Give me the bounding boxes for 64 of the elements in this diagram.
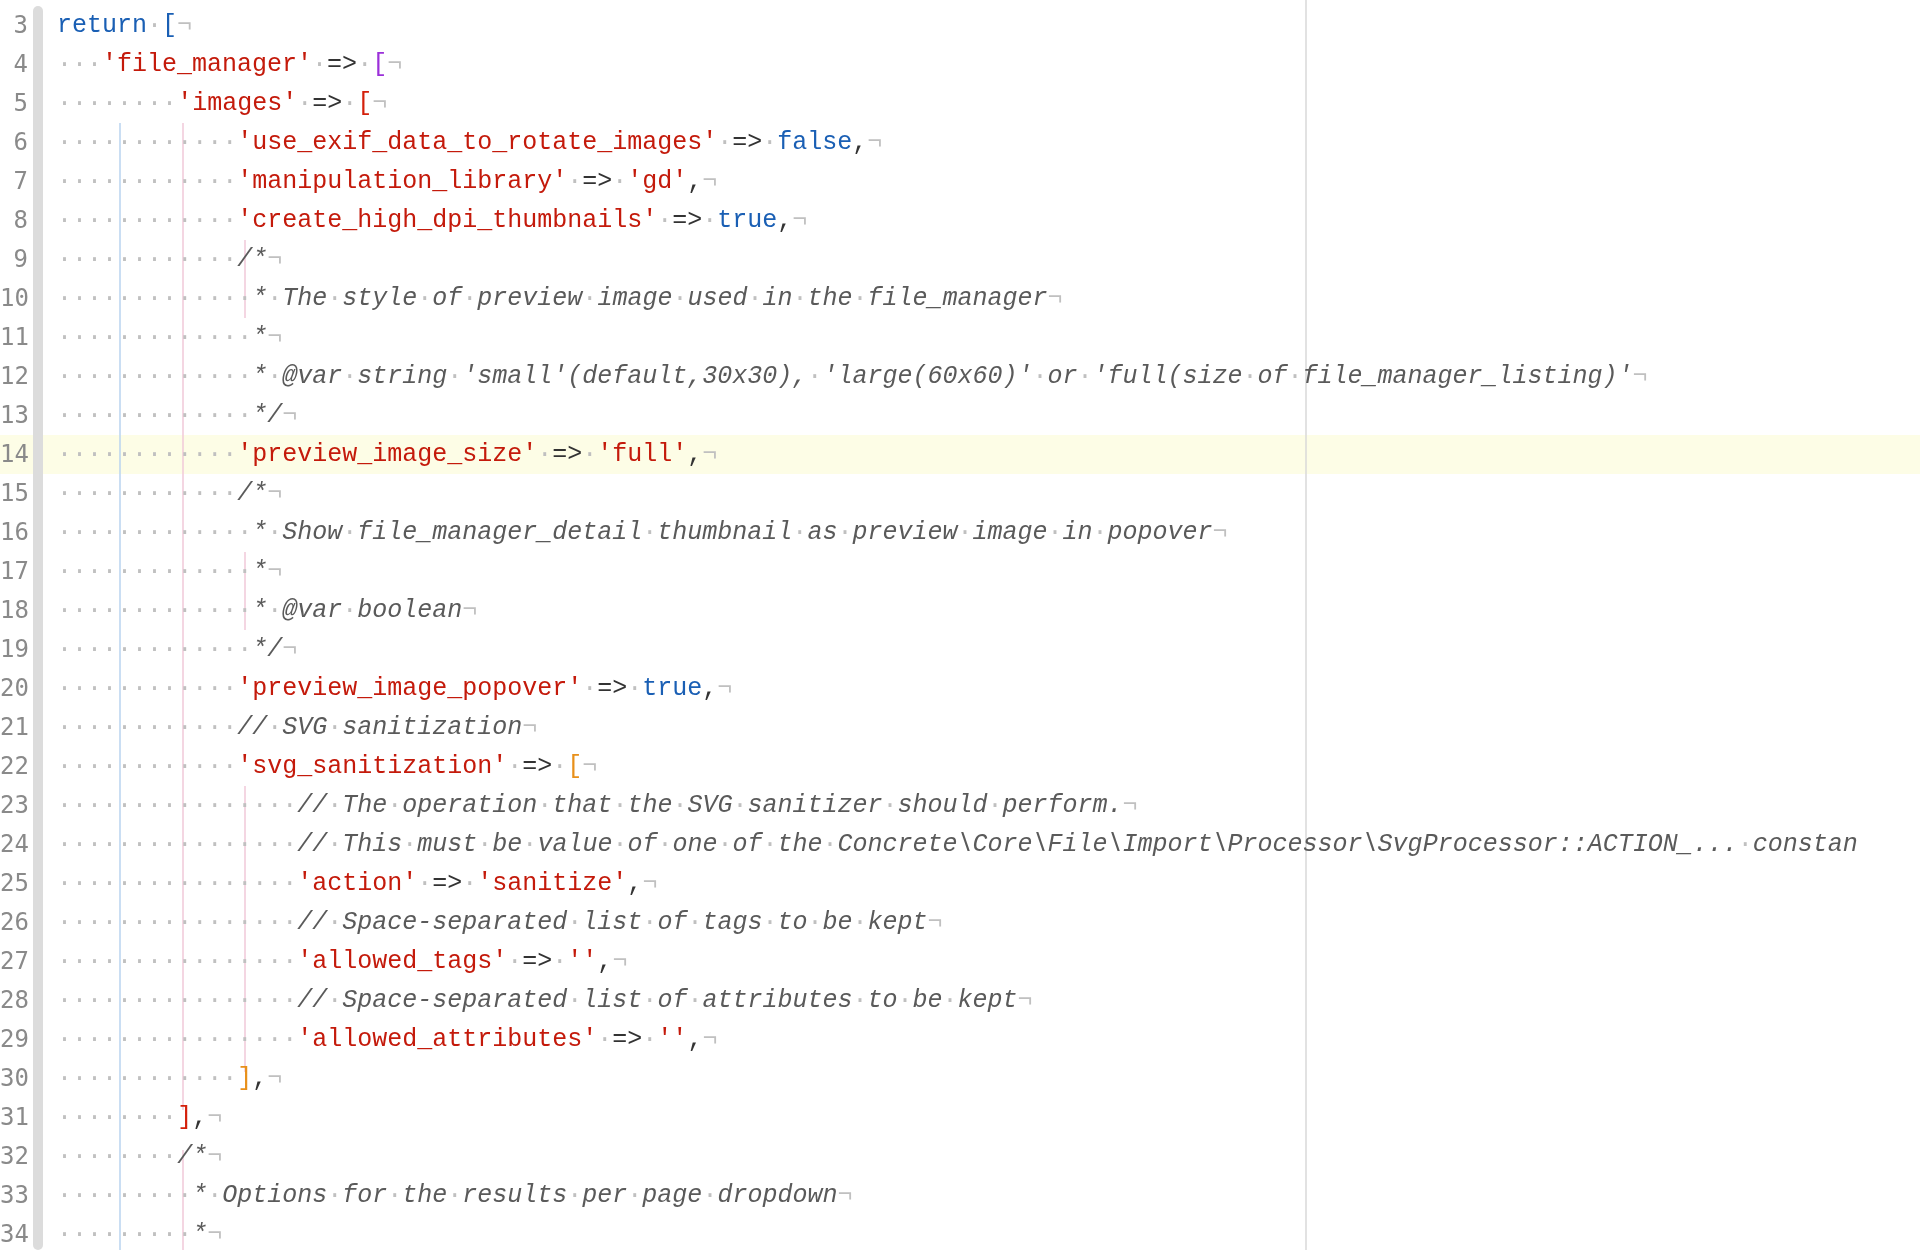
- code-line: ················'action'·=>·'sanitize',¬: [57, 868, 658, 900]
- line-number: 22: [0, 751, 28, 782]
- code-line: ············'preview_image_popover'·=>·true,¬: [57, 673, 733, 705]
- code-line: ············//·SVG·sanitization¬: [57, 712, 538, 744]
- code-line: ·········*·Options·for·the·results·per·page·dropdown¬: [57, 1180, 853, 1212]
- line-number: 29: [0, 1024, 28, 1055]
- line-number: 27: [0, 946, 28, 977]
- line-number: 21: [0, 712, 28, 743]
- code-line: ·············*·@var·boolean¬: [57, 595, 478, 627]
- code-line: ········'images'·=>·[¬: [57, 88, 388, 120]
- line-number: 10: [0, 283, 28, 314]
- line-number: 32: [0, 1141, 28, 1172]
- line-number: 25: [0, 868, 28, 899]
- line-number: 20: [0, 673, 28, 704]
- code-line: ·············*·The·style·of·preview·image·used·in·the·file_manager¬: [57, 283, 1063, 315]
- code-line: ·············*/¬: [57, 400, 298, 432]
- code-line: ·········*¬: [57, 1219, 223, 1250]
- line-number: 4: [12, 49, 28, 80]
- line-number: 33: [0, 1180, 28, 1211]
- code-line: ················//·The·operation·that·the·SVG·sanitizer·should·perform.¬: [57, 790, 1138, 822]
- line-number: 16: [0, 517, 28, 548]
- code-line: ················//·Space-separated·list·of·tags·to·be·kept¬: [57, 907, 943, 939]
- code-line: ················'allowed_attributes'·=>·'',¬: [57, 1024, 718, 1056]
- line-number: 5: [12, 88, 28, 119]
- code-line: ········/*¬: [57, 1141, 223, 1173]
- line-number: 18: [0, 595, 28, 626]
- code-line: ········],¬: [57, 1102, 223, 1134]
- line-number: 34: [0, 1219, 28, 1250]
- line-number: 19: [0, 634, 28, 665]
- code-line: ············'svg_sanitization'·=>·[¬: [57, 751, 598, 783]
- code-line: ···'file_manager'·=>·[¬: [57, 49, 403, 81]
- line-number: 17: [0, 556, 28, 587]
- line-number: 9: [12, 244, 28, 275]
- line-number: 12: [0, 361, 28, 392]
- line-number: 24: [0, 829, 28, 860]
- line-number: 11: [0, 322, 28, 353]
- code-line: ·············*·Show·file_manager_detail·thumbnail·as·preview·image·in·popover¬: [57, 517, 1228, 549]
- code-line: ·············*¬: [57, 556, 283, 588]
- line-number: 13: [0, 400, 28, 431]
- code-line: ················//·This·must·be·value·of·one·of·the·Concrete\Core\File\Import\Processor\SvgProcessor::ACTION_...·constan: [57, 829, 1858, 861]
- line-number: 23: [0, 790, 28, 821]
- code-line: ············],¬: [57, 1063, 283, 1095]
- code-line: ············'manipulation_library'·=>·'gd',¬: [57, 166, 718, 198]
- code-line: ·············*¬: [57, 322, 283, 354]
- code-line: ············'preview_image_size'·=>·'full',¬: [57, 439, 718, 471]
- code-line: ············/*¬: [57, 244, 283, 276]
- code-line: ·············*·@var·string·'small'(default,30x30),·'large(60x60)'·or·'full(size·of·file_manager_listing)'¬: [57, 361, 1648, 393]
- line-number: 8: [12, 205, 28, 236]
- line-number: 6: [12, 127, 28, 158]
- code-line: return·[¬: [57, 10, 193, 42]
- line-number: 28: [0, 985, 28, 1016]
- code-line: ············'use_exif_data_to_rotate_images'·=>·false,¬: [57, 127, 883, 159]
- line-number: 15: [0, 478, 28, 509]
- code-line: ················//·Space-separated·list·of·attributes·to·be·kept¬: [57, 985, 1033, 1017]
- line-number: 14: [0, 439, 28, 470]
- code-line: ················'allowed_tags'·=>·'',¬: [57, 946, 628, 978]
- line-number: 26: [0, 907, 28, 938]
- code-line: ·············*/¬: [57, 634, 298, 666]
- line-number: 7: [12, 166, 28, 197]
- line-number: 31: [0, 1102, 28, 1133]
- line-number: 3: [12, 10, 28, 41]
- line-number: 30: [0, 1063, 28, 1094]
- code-line: ············/*¬: [57, 478, 283, 510]
- code-line: ············'create_high_dpi_thumbnails'·=>·true,¬: [57, 205, 808, 237]
